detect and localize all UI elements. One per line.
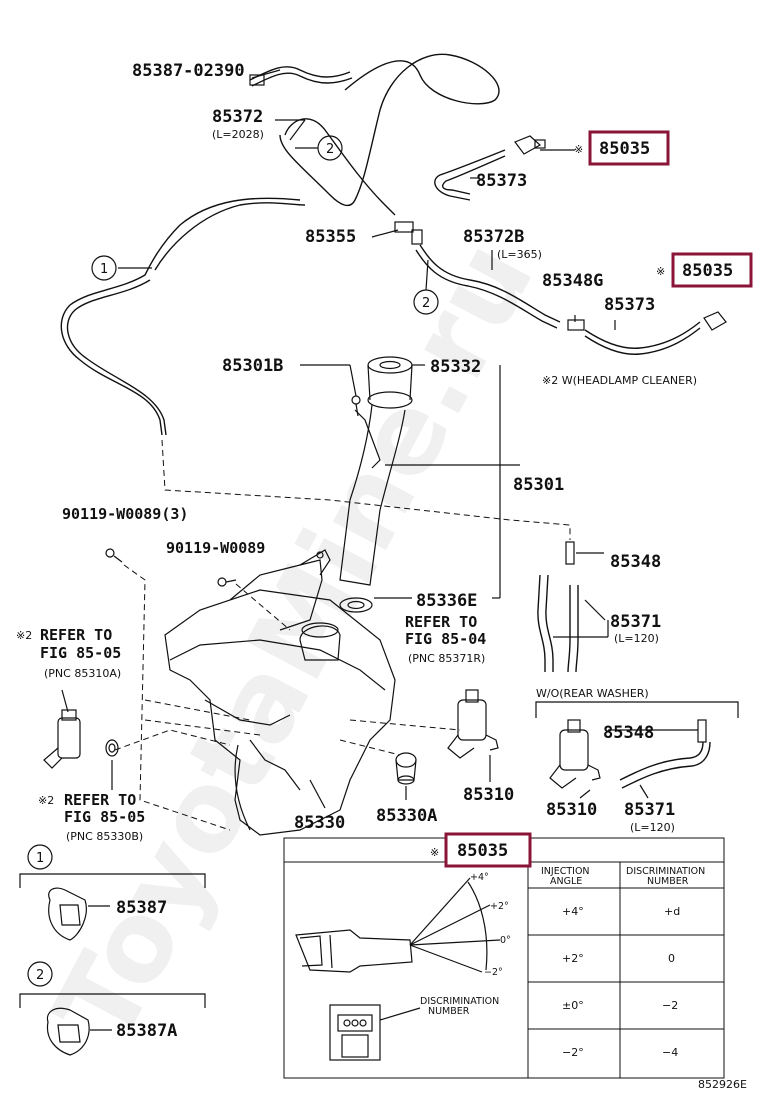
angle-label-plus2: +2° xyxy=(490,901,509,912)
row4-number: −4 xyxy=(662,1046,678,1059)
callout-2-hose: 2 xyxy=(413,289,439,315)
table-title-part: 85035 xyxy=(457,841,508,861)
label-85387a: 85387A xyxy=(116,1021,177,1041)
disc-label-line1: DISCRIMINATION xyxy=(420,996,499,1007)
header-discrimination-line1: DISCRIMINATION xyxy=(626,866,705,877)
figure-id: 852926E xyxy=(698,1078,747,1091)
label-85372b-length: (L=365) xyxy=(497,248,542,261)
disc-label-line2: NUMBER xyxy=(428,1006,470,1017)
label-85373-a: 85373 xyxy=(476,171,527,191)
svg-text:1: 1 xyxy=(36,851,44,866)
svg-text:2: 2 xyxy=(36,968,44,983)
highlight-85035-b[interactable]: ※ 85035 xyxy=(656,252,753,288)
label-85387-02390: 85387-02390 xyxy=(132,61,245,81)
label-85310: 85310 xyxy=(463,785,514,805)
angle-label-plus4: +4° xyxy=(470,872,489,883)
label-90119-w0089: 90119-W0089 xyxy=(166,539,265,557)
svg-text:2: 2 xyxy=(326,142,334,157)
note-mark-a: ※ xyxy=(574,143,583,156)
label-85371-b: 85371 xyxy=(624,800,675,820)
headlamp-cleaner-note: ※2 W(HEADLAMP CLEANER) xyxy=(542,374,697,387)
label-85348: 85348 xyxy=(610,552,661,572)
callout-2-top: 2 xyxy=(317,135,343,161)
row2-angle: +2° xyxy=(562,952,584,965)
label-85330: 85330 xyxy=(294,813,345,833)
label-85373-b: 85373 xyxy=(604,295,655,315)
label-85035-a: 85035 xyxy=(599,139,650,159)
row1-angle: +4° xyxy=(562,905,584,918)
table-title-mark: ※ xyxy=(430,846,439,859)
ref-fig-85-04-line3: (PNC 85371R) xyxy=(408,652,485,665)
row4-angle: −2° xyxy=(562,1046,584,1059)
header-discrimination-line2: NUMBER xyxy=(647,876,689,887)
angle-label-0: 0° xyxy=(500,935,511,946)
label-85371-b-length: (L=120) xyxy=(630,821,675,834)
wo-rear-washer-bracket xyxy=(535,701,739,718)
label-85301b: 85301B xyxy=(222,356,283,376)
row3-number: −2 xyxy=(662,999,678,1012)
label-85336e: 85336E xyxy=(416,591,477,611)
injection-angle-table: ※ 85035 INJECTION ANGLE DISCRIMINATION N… xyxy=(283,832,725,1079)
header-injection-line1: INJECTION xyxy=(541,866,590,877)
tank-assembly xyxy=(43,356,711,836)
header-injection-line2: ANGLE xyxy=(550,876,582,887)
ref-fig-85-05b-line3: (PNC 85330B) xyxy=(66,830,143,843)
ref-fig-85-04-line1: REFER TO xyxy=(405,613,477,631)
row3-angle: ±0° xyxy=(562,999,584,1012)
highlight-85035-a[interactable]: ※ 85035 xyxy=(574,130,670,166)
label-85035-b: 85035 xyxy=(682,261,733,281)
label-85330a: 85330A xyxy=(376,806,437,826)
label-85372: 85372 xyxy=(212,107,263,127)
ref-fig-85-04-line2: FIG 85-04 xyxy=(405,630,486,648)
label-85332: 85332 xyxy=(430,357,481,377)
detail-1: 1 xyxy=(19,844,206,941)
ref-fig-85-05b-line1: REFER TO xyxy=(64,791,136,809)
ref-fig-85-05a-mark: ※2 xyxy=(16,629,32,642)
hose-routing xyxy=(60,53,727,436)
label-85372-length: (L=2028) xyxy=(212,128,264,141)
note-mark-b: ※ xyxy=(656,265,665,278)
label-85372b: 85372B xyxy=(463,227,524,247)
svg-text:1: 1 xyxy=(100,262,108,277)
wo-rear-washer-label: W/O(REAR WASHER) xyxy=(536,687,649,700)
leader-lines xyxy=(61,69,698,1031)
label-85371: 85371 xyxy=(610,612,661,632)
label-85387: 85387 xyxy=(116,898,167,918)
part-labels: 85387-02390 85372 (L=2028) 85355 85372B … xyxy=(16,61,747,1091)
ref-fig-85-05a-line3: (PNC 85310A) xyxy=(44,667,121,680)
label-85355: 85355 xyxy=(305,227,356,247)
label-85348-b: 85348 xyxy=(603,723,654,743)
angle-label-minus2: −2° xyxy=(484,967,503,978)
row2-number: 0 xyxy=(668,952,675,965)
detail-2: 2 xyxy=(19,961,206,1056)
callout-1-hose: 1 xyxy=(91,255,117,281)
ref-fig-85-05b-mark: ※2 xyxy=(38,794,54,807)
ref-fig-85-05b-line2: FIG 85-05 xyxy=(64,808,145,826)
ref-fig-85-05a-line1: REFER TO xyxy=(40,626,112,644)
label-85310-b: 85310 xyxy=(546,800,597,820)
label-85348g: 85348G xyxy=(542,271,603,291)
label-85301: 85301 xyxy=(513,475,564,495)
ref-fig-85-05a-line2: FIG 85-05 xyxy=(40,644,121,662)
label-85371-length: (L=120) xyxy=(614,632,659,645)
row1-number: +d xyxy=(664,905,680,918)
label-90119-w0089-3: 90119-W0089(3) xyxy=(62,505,188,523)
svg-text:2: 2 xyxy=(422,296,430,311)
